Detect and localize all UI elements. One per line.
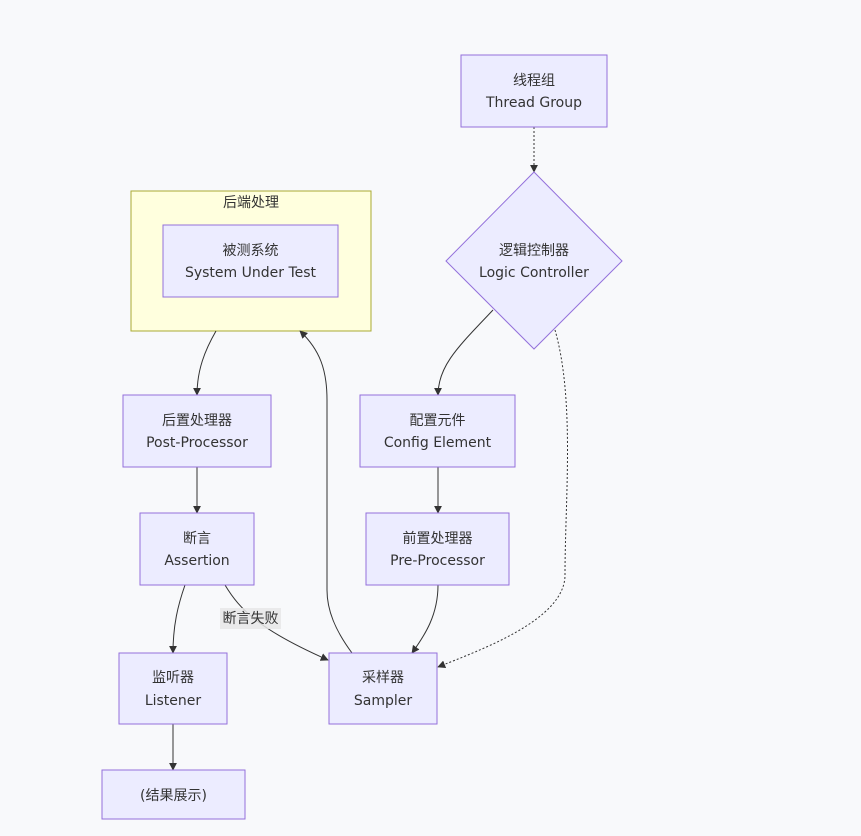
edge-label-assertion-fail: 断言失败 bbox=[220, 608, 281, 629]
edge-preprocessor-sampler bbox=[411, 584, 439, 654]
svg-text:监听器: 监听器 bbox=[152, 670, 194, 686]
node-config-element[interactable]: 配置元件 Config Element bbox=[359, 394, 516, 468]
svg-text:Listener: Listener bbox=[145, 693, 202, 709]
svg-text:断言: 断言 bbox=[183, 531, 211, 547]
edge-sut-postprocessor bbox=[193, 330, 217, 396]
edge-assertion-listener bbox=[169, 584, 186, 654]
svg-text:Thread Group: Thread Group bbox=[485, 95, 582, 111]
node-pre-processor[interactable]: 前置处理器 Pre-Processor bbox=[365, 512, 510, 586]
svg-text:Pre-Processor: Pre-Processor bbox=[390, 553, 485, 569]
svg-text:System Under Test: System Under Test bbox=[185, 265, 317, 281]
node-thread-group[interactable]: 线程组 Thread Group bbox=[460, 54, 608, 128]
svg-text:前置处理器: 前置处理器 bbox=[403, 530, 473, 547]
svg-text:Assertion: Assertion bbox=[164, 553, 229, 569]
node-result-display[interactable]: (结果展示) bbox=[101, 769, 246, 820]
svg-text:配置元件: 配置元件 bbox=[410, 413, 466, 429]
svg-text:Config Element: Config Element bbox=[384, 435, 492, 451]
node-assertion[interactable]: 断言 Assertion bbox=[139, 512, 255, 586]
node-logic-controller[interactable]: 逻辑控制器 Logic Controller bbox=[445, 171, 623, 350]
svg-text:Sampler: Sampler bbox=[354, 693, 412, 709]
edge-logiccontroller-configelement bbox=[434, 309, 494, 396]
svg-text:线程组: 线程组 bbox=[513, 73, 555, 89]
svg-text:后置处理器: 后置处理器 bbox=[162, 413, 232, 429]
node-post-processor[interactable]: 后置处理器 Post-Processor bbox=[122, 394, 272, 468]
node-sampler[interactable]: 采样器 Sampler bbox=[328, 652, 438, 725]
edge-sampler-sut bbox=[299, 330, 353, 654]
edge-logiccontroller-sampler bbox=[437, 329, 568, 669]
svg-text:断言失败: 断言失败 bbox=[223, 611, 279, 627]
node-system-under-test[interactable]: 被测系统 System Under Test bbox=[162, 224, 339, 298]
svg-text:(结果展示): (结果展示) bbox=[140, 788, 207, 804]
node-listener[interactable]: 监听器 Listener bbox=[118, 652, 228, 725]
svg-text:Logic Controller: Logic Controller bbox=[479, 265, 589, 281]
cluster-title: 后端处理 bbox=[223, 195, 279, 211]
svg-text:被测系统: 被测系统 bbox=[223, 243, 279, 259]
svg-text:Post-Processor: Post-Processor bbox=[146, 435, 248, 451]
svg-text:采样器: 采样器 bbox=[362, 670, 404, 686]
edges bbox=[169, 127, 568, 771]
svg-text:逻辑控制器: 逻辑控制器 bbox=[499, 243, 569, 259]
